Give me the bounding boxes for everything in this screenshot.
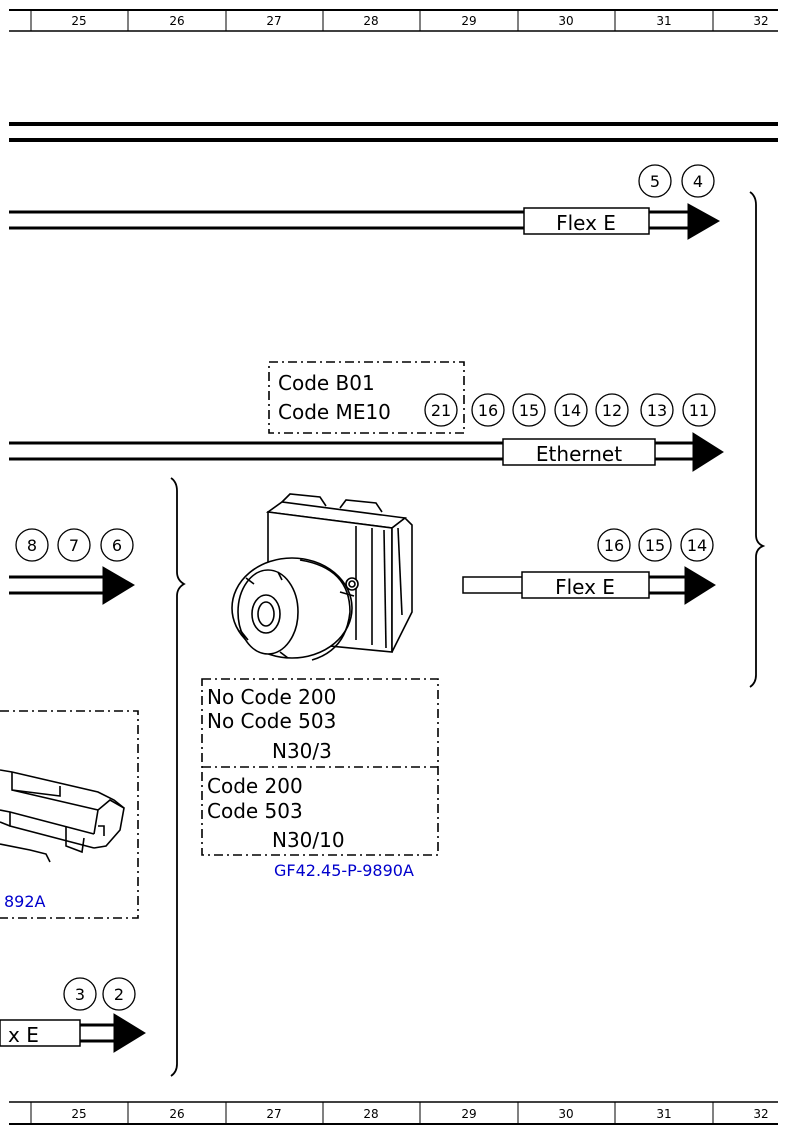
ruler-29: 29 bbox=[461, 14, 476, 28]
pin-label: 5 bbox=[650, 172, 660, 191]
pin-label: 15 bbox=[645, 536, 665, 555]
pin-label: 16 bbox=[478, 401, 498, 420]
ruler-26: 26 bbox=[169, 14, 184, 28]
pin-numbers: 5 4 21 16 15 14 12 13 11 16 15 14 8 7 6 … bbox=[27, 172, 709, 1004]
pin-label: 2 bbox=[114, 985, 124, 1004]
figure-reference-main: GF42.45-P-9890A bbox=[274, 861, 414, 880]
component-box bbox=[201, 678, 439, 856]
pin-label: 7 bbox=[69, 536, 79, 555]
ruler-27: 27 bbox=[266, 1107, 281, 1121]
flex-top-wire bbox=[9, 203, 721, 240]
figure-reference-left: 892A bbox=[4, 892, 46, 911]
pin-label: 4 bbox=[693, 172, 703, 191]
pin-label: 8 bbox=[27, 536, 37, 555]
ruler-27: 27 bbox=[266, 14, 281, 28]
pin-label: 6 bbox=[112, 536, 122, 555]
top-ruler bbox=[9, 9, 778, 32]
bottom-ruler bbox=[9, 1101, 778, 1125]
ruler-31: 31 bbox=[656, 1107, 671, 1121]
code-503-text: Code 503 bbox=[207, 799, 303, 823]
pin-label: 13 bbox=[647, 401, 667, 420]
code-200-text: Code 200 bbox=[207, 774, 303, 798]
left-component-box bbox=[0, 710, 139, 919]
left-mid-wire bbox=[9, 566, 135, 605]
ruler-32: 32 bbox=[753, 14, 768, 28]
flex-mid-wire bbox=[462, 566, 716, 605]
ruler-28: 28 bbox=[363, 14, 378, 28]
ethernet-label: Ethernet bbox=[536, 442, 622, 466]
pin-label: 12 bbox=[602, 401, 622, 420]
pin-label: 14 bbox=[687, 536, 707, 555]
bus-double-line bbox=[9, 122, 778, 142]
ruler-32: 32 bbox=[753, 1107, 768, 1121]
ruler-28: 28 bbox=[363, 1107, 378, 1121]
bottom-ruler-labels: 25 26 27 28 29 30 31 32 bbox=[71, 1107, 768, 1121]
component-n30-10-label: N30/10 bbox=[272, 828, 345, 852]
code-me10-text: Code ME10 bbox=[278, 400, 391, 424]
pin-label: 11 bbox=[689, 401, 709, 420]
pin-label: 15 bbox=[519, 401, 539, 420]
top-ruler-labels: 25 26 27 28 29 30 31 32 bbox=[71, 14, 768, 28]
pin-label: 14 bbox=[561, 401, 581, 420]
ruler-30: 30 bbox=[558, 1107, 573, 1121]
ruler-25: 25 bbox=[71, 14, 86, 28]
right-brace bbox=[749, 191, 766, 688]
pin-circles bbox=[15, 164, 716, 1011]
ruler-25: 25 bbox=[71, 1107, 86, 1121]
pin-label: 16 bbox=[604, 536, 624, 555]
no-code-200-text: No Code 200 bbox=[207, 685, 336, 709]
component-n30-3-label: N30/3 bbox=[272, 739, 332, 763]
code-box-top bbox=[268, 361, 465, 434]
flex-bottom-label: x E bbox=[8, 1023, 39, 1047]
no-code-503-text: No Code 503 bbox=[207, 709, 336, 733]
flex-top-label: Flex E bbox=[556, 211, 616, 235]
pin-label: 21 bbox=[431, 401, 451, 420]
flex-bottom-wire bbox=[0, 1013, 146, 1053]
ruler-29: 29 bbox=[461, 1107, 476, 1121]
pin-label: 3 bbox=[75, 985, 85, 1004]
flex-mid-label: Flex E bbox=[555, 575, 615, 599]
ruler-31: 31 bbox=[656, 14, 671, 28]
ruler-30: 30 bbox=[558, 14, 573, 28]
middle-brace bbox=[170, 477, 186, 1077]
hydraulic-unit-illustration bbox=[231, 493, 413, 661]
ethernet-wire bbox=[9, 432, 724, 472]
code-b01-text: Code B01 bbox=[278, 371, 375, 395]
control-unit-illustration bbox=[0, 769, 125, 863]
ruler-26: 26 bbox=[169, 1107, 184, 1121]
